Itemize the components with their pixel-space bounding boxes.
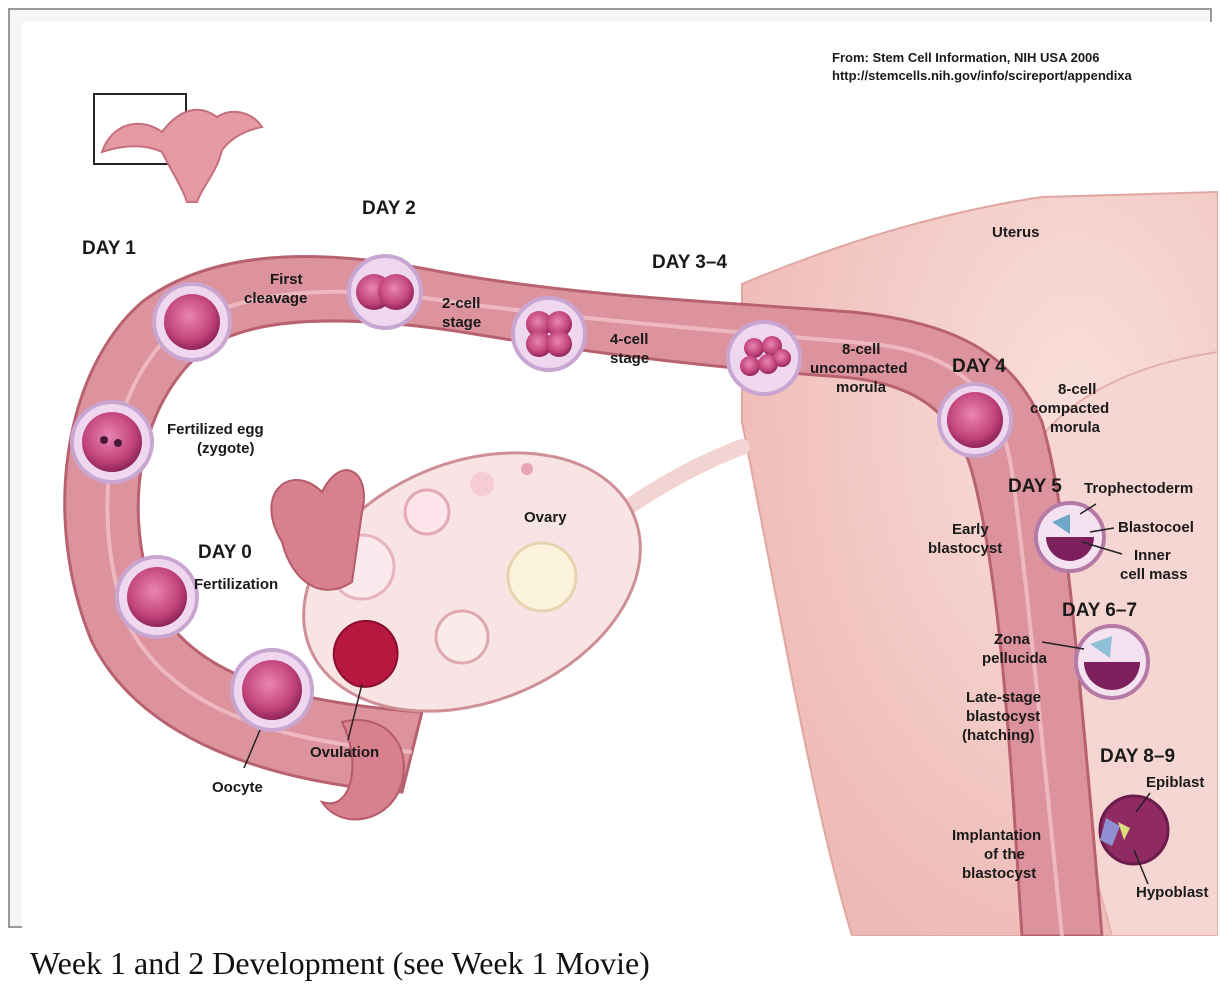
label-day-8-9: DAY 8–9 xyxy=(1100,746,1175,767)
cell-late-blastocyst xyxy=(1076,626,1148,698)
label-compacted-line-3: morula xyxy=(1050,419,1101,436)
label-4-cell-line-1: 4-cell xyxy=(610,331,648,348)
label-day-1: DAY 1 xyxy=(82,238,136,259)
label-first-cleavage-line-2: cleavage xyxy=(244,290,307,307)
label-oocyte: Oocyte xyxy=(212,779,263,796)
label-uncompacted-line-2: uncompacted xyxy=(810,360,908,377)
label-day-4: DAY 4 xyxy=(952,356,1006,377)
label-fertilization: Fertilization xyxy=(194,576,278,593)
source-line-1: From: Stem Cell Information, NIH USA 200… xyxy=(832,50,1100,65)
label-early-blastocyst-line-2: blastocyst xyxy=(928,540,1002,557)
label-late-blastocyst-line-3: (hatching) xyxy=(962,727,1035,744)
label-late-blastocyst-line-1: Late-stage xyxy=(966,689,1041,706)
ovary-follicle xyxy=(470,472,494,496)
cell-4-cell-stage xyxy=(513,298,585,370)
label-early-blastocyst-line-1: Early xyxy=(952,521,989,538)
label-compacted-line-1: 8-cell xyxy=(1058,381,1096,398)
label-implantation-line-1: Implantation xyxy=(952,827,1041,844)
label-inner-cell-mass-line-1: Inner xyxy=(1134,547,1171,564)
ovary-follicle xyxy=(521,463,533,475)
ovary-follicle xyxy=(405,490,449,534)
cell-implanted-blastocyst xyxy=(1100,796,1168,864)
label-day-5: DAY 5 xyxy=(1008,476,1062,497)
ovary-corpus xyxy=(508,543,576,611)
cell-early-blastocyst xyxy=(1036,503,1104,571)
label-trophectoderm: Trophectoderm xyxy=(1084,480,1193,497)
label-2-cell-line-1: 2-cell xyxy=(442,295,480,312)
label-zona-line-1: Zona xyxy=(994,631,1030,648)
label-late-blastocyst-line-2: blastocyst xyxy=(966,708,1040,725)
figure-frame: From: Stem Cell Information, NIH USA 200… xyxy=(8,8,1212,928)
label-day-0: DAY 0 xyxy=(198,542,252,563)
label-compacted-line-2: compacted xyxy=(1030,400,1109,417)
cell-zygote xyxy=(72,402,152,482)
cell-oocyte xyxy=(232,650,312,730)
ovary-follicle xyxy=(436,611,488,663)
label-zona-line-2: pellucida xyxy=(982,650,1048,667)
label-blastocoel: Blastocoel xyxy=(1118,519,1194,536)
embryo-development-diagram: From: Stem Cell Information, NIH USA 200… xyxy=(22,22,1218,936)
label-ovulation: Ovulation xyxy=(310,744,379,761)
label-inner-cell-mass-line-2: cell mass xyxy=(1120,566,1188,583)
label-day-6-7: DAY 6–7 xyxy=(1062,600,1137,621)
label-implantation-line-3: blastocyst xyxy=(962,865,1036,882)
label-epiblast: Epiblast xyxy=(1146,774,1204,791)
label-4-cell-line-2: stage xyxy=(610,350,649,367)
label-zygote-line-2: (zygote) xyxy=(197,440,255,457)
figure-caption: Week 1 and 2 Development (see Week 1 Mov… xyxy=(30,945,650,982)
label-uterus: Uterus xyxy=(992,224,1040,241)
label-uncompacted-line-3: morula xyxy=(836,379,887,396)
label-uncompacted-line-1: 8-cell xyxy=(842,341,880,358)
label-day-2: DAY 2 xyxy=(362,198,416,219)
cell-compacted-morula xyxy=(939,384,1011,456)
label-day-3-4: DAY 3–4 xyxy=(652,252,727,273)
label-ovary: Ovary xyxy=(524,509,567,526)
label-implantation-line-2: of the xyxy=(984,846,1025,863)
ovulation-site xyxy=(334,621,398,687)
source-line-2: http://stemcells.nih.gov/info/scireport/… xyxy=(832,68,1133,83)
cell-first-cleavage xyxy=(154,284,230,360)
label-2-cell-line-2: stage xyxy=(442,314,481,331)
cell-uncompacted-morula xyxy=(728,322,800,394)
cell-fertilization xyxy=(117,557,197,637)
cell-2-cell-stage xyxy=(349,256,421,328)
label-first-cleavage-line-1: First xyxy=(270,271,303,288)
label-hypoblast: Hypoblast xyxy=(1136,884,1209,901)
label-zygote-line-1: Fertilized egg xyxy=(167,421,264,438)
